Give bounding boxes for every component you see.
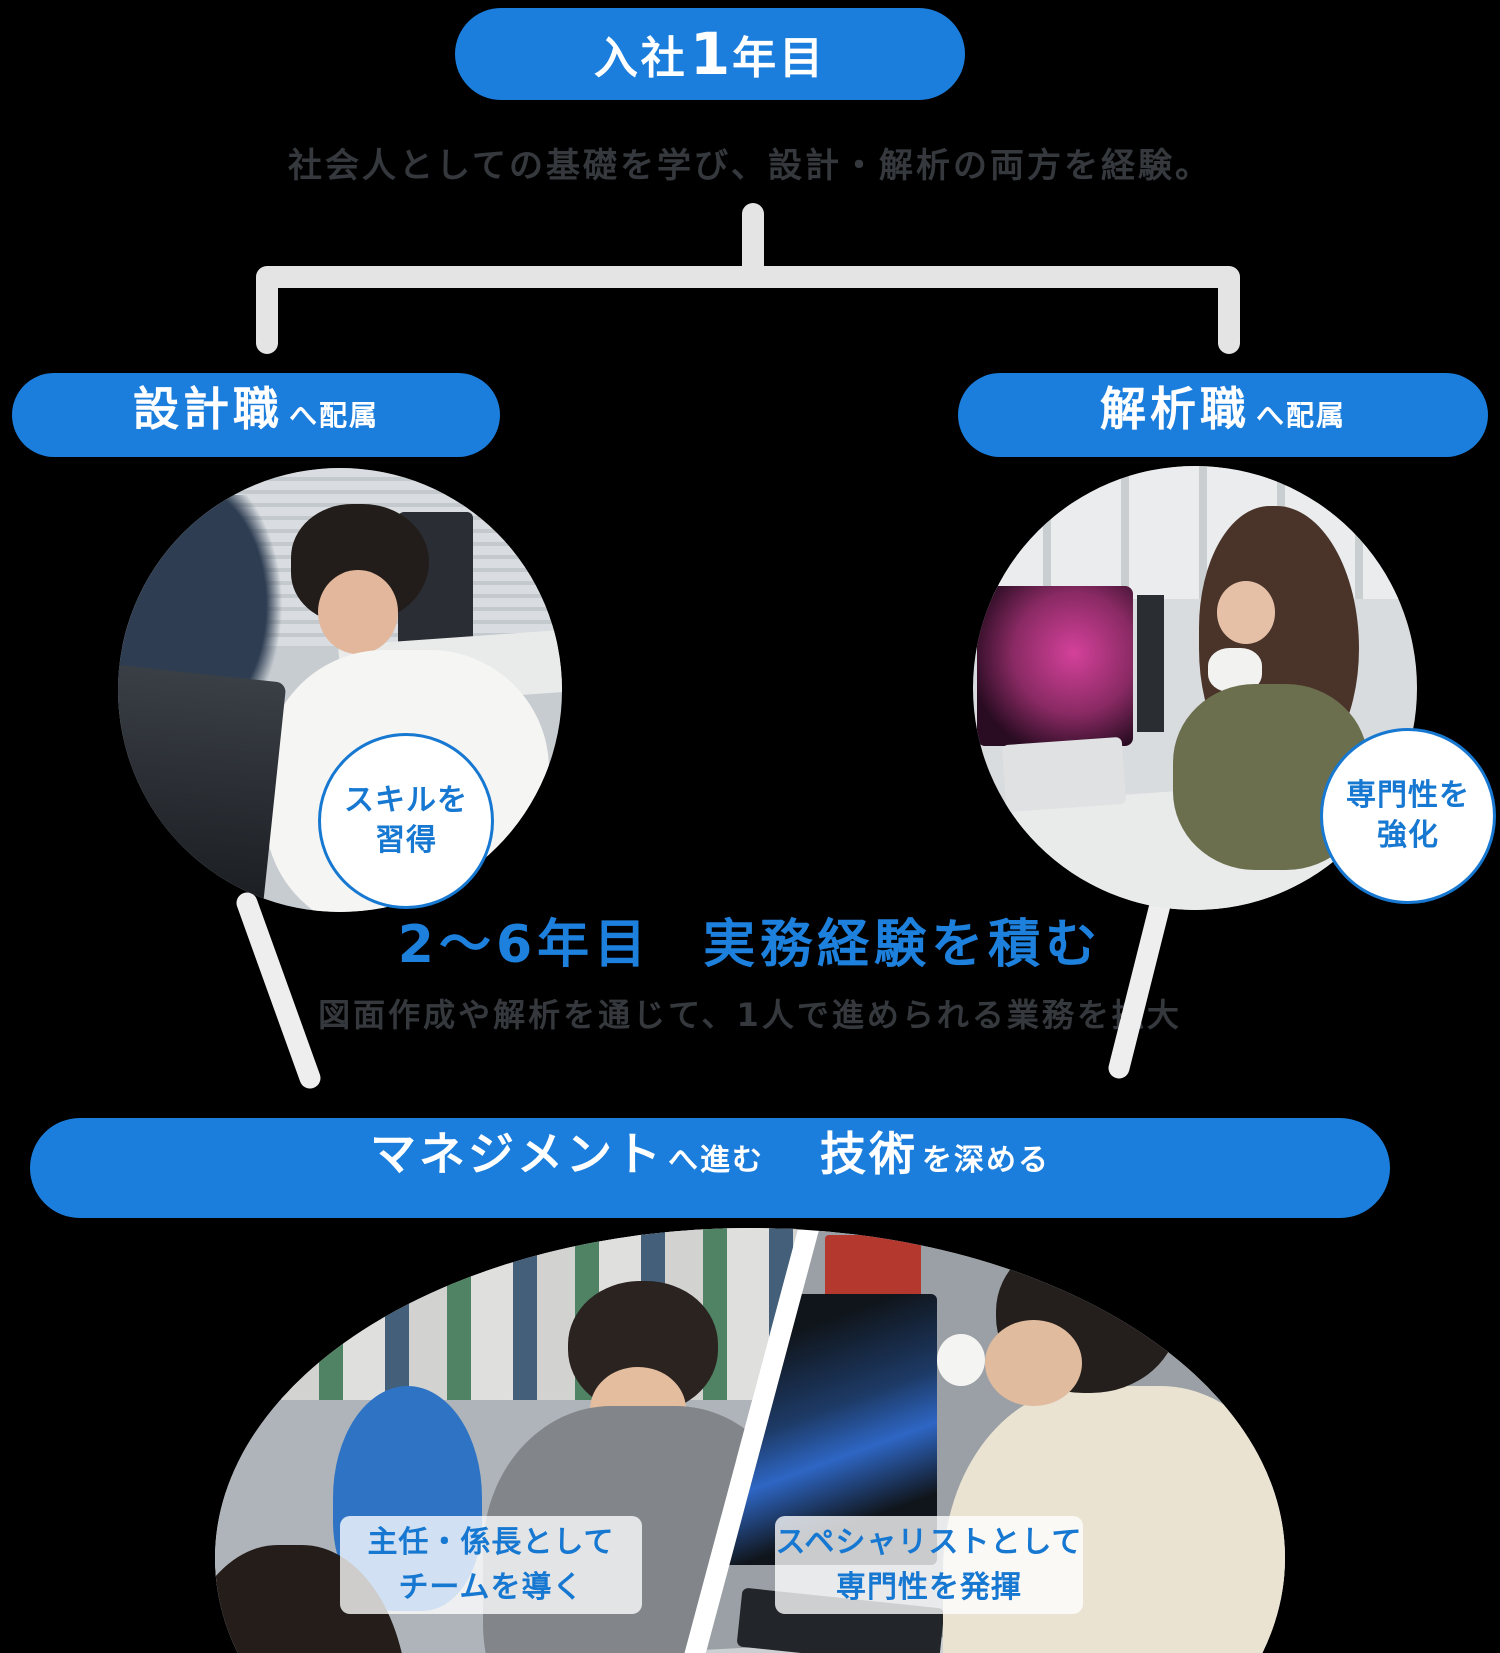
photo-specialist-face xyxy=(985,1320,1082,1407)
specialty-badge: 専門性を 強化 xyxy=(1320,728,1496,904)
analysis-employee-photo xyxy=(973,466,1417,910)
specialist-label-line2: 専門性を発揮 xyxy=(836,1570,1022,1605)
design-branch-main: 設計職 xyxy=(132,382,283,436)
photo-monitor xyxy=(118,662,287,912)
diagonal-left-line xyxy=(236,892,321,1089)
analysis-branch-pill: 解析職 へ配属 xyxy=(958,373,1488,457)
years2to6-text: 実務経験を積む xyxy=(703,915,1103,975)
career-direction-bar: マネジメント へ進む 技術 を深める xyxy=(30,1118,1390,1218)
specialist-label: スペシャリストとして 専門性を発揮 xyxy=(775,1516,1083,1614)
years2to6-period: 2〜6年目 xyxy=(397,915,652,975)
analysis-branch-main: 解析職 xyxy=(1099,382,1250,436)
skill-badge: スキルを 習得 xyxy=(318,733,494,909)
photo-color-monitor xyxy=(977,585,1133,746)
design-branch-sub: へ配属 xyxy=(288,399,379,432)
photo-man-face xyxy=(317,570,398,655)
management-label-line1: 主任・係長として xyxy=(367,1525,615,1560)
photo-windows xyxy=(973,466,1417,600)
specialty-badge-line1: 専門性を xyxy=(1346,777,1470,813)
photo-cup xyxy=(937,1333,986,1387)
year1-description: 社会人としての基礎を学び、設計・解析の両方を経験。 xyxy=(288,146,1212,186)
bar-technology-sub: を深める xyxy=(922,1143,1050,1178)
management-label-line2: チームを導く xyxy=(398,1570,584,1605)
years2to6-description: 図面作成や解析を通じて、1人で進められる業務を拡大 xyxy=(318,996,1182,1034)
photo-bookshelf xyxy=(215,1228,799,1400)
photo-laptop xyxy=(1001,737,1127,812)
connector-branch-bracket xyxy=(256,266,1240,354)
skill-badge-line2: 習得 xyxy=(375,823,437,858)
year1-pill-suffix: 年目 xyxy=(732,33,827,84)
skill-badge-line1: スキルを xyxy=(344,782,468,818)
specialty-badge-line2: 強化 xyxy=(1377,818,1439,853)
photo-second-monitor xyxy=(1137,594,1164,733)
management-label: 主任・係長として チームを導く xyxy=(340,1516,642,1614)
specialist-label-line1: スペシャリストとして xyxy=(775,1525,1083,1560)
bar-technology-main: 技術 xyxy=(820,1127,918,1181)
years2to6-heading: 2〜6年目実務経験を積む xyxy=(0,902,1500,977)
design-branch-pill: 設計職 へ配属 xyxy=(12,373,500,457)
bar-management-sub: へ進む xyxy=(668,1143,764,1178)
photo-woman-face xyxy=(1217,581,1275,644)
year1-pill-prefix: 入社 xyxy=(593,33,688,84)
diagonal-right-line xyxy=(1108,882,1174,1079)
year1-pill-number: 1 xyxy=(689,20,731,88)
analysis-branch-sub: へ配属 xyxy=(1255,399,1346,432)
bar-management-main: マネジメント xyxy=(370,1127,664,1181)
